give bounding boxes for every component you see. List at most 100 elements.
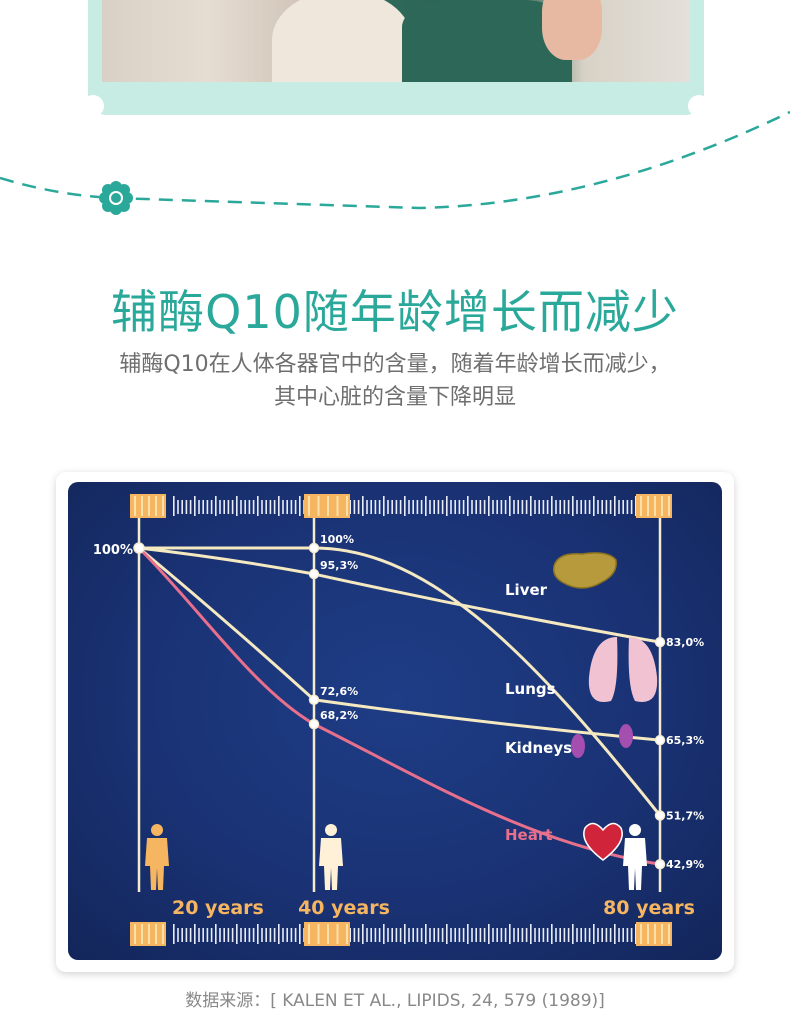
ruler-tick	[278, 496, 280, 516]
ruler-tick	[429, 500, 431, 514]
ruler-tick	[416, 928, 419, 942]
ruler-tick	[626, 928, 629, 942]
ruler-tick	[177, 500, 179, 514]
ruler-tick	[500, 928, 503, 942]
ruler-tick	[194, 924, 196, 944]
ruler-tick	[416, 500, 419, 514]
liver-icon	[552, 552, 617, 589]
ruler-tick	[488, 924, 490, 944]
ruler-tick	[462, 500, 465, 514]
ruler-tick	[471, 928, 473, 942]
coq10-decline-chart: 100%95,3%83,0%100%51,7%72,6%65,3%68,2%42…	[93, 494, 704, 946]
data-label-kidneys-80: 65,3%	[666, 734, 704, 747]
ruler-tick	[353, 928, 356, 942]
ruler-tick	[555, 500, 557, 514]
ruler-marker-stripe	[317, 496, 320, 516]
curve-kidneys	[137, 546, 662, 742]
ruler-tick	[622, 500, 624, 514]
ruler-tick	[412, 928, 414, 942]
ruler-marker-stripe	[346, 924, 348, 944]
ruler-tick	[425, 496, 427, 516]
ruler-tick	[630, 500, 633, 514]
ruler-tick	[349, 928, 351, 942]
ruler-tick	[458, 500, 461, 514]
ruler-tick	[504, 928, 507, 942]
ruler-tick	[219, 500, 221, 514]
ruler-tick	[588, 500, 591, 514]
ruler-tick	[530, 924, 532, 944]
ruler-tick	[252, 928, 255, 942]
ruler-tick	[210, 928, 213, 942]
ruler-tick	[567, 500, 570, 514]
ruler-tick	[555, 928, 557, 942]
ruler-tick	[244, 500, 246, 514]
x-tick-20-years: 20 years	[172, 897, 264, 919]
data-label-lungs-40: 100%	[320, 533, 354, 546]
ruler-tick	[618, 500, 620, 514]
ruler-tick	[601, 500, 603, 514]
series-name-lungs: Lungs	[505, 680, 556, 698]
ruler-tick	[202, 928, 204, 942]
ruler-tick	[215, 496, 217, 516]
ruler-tick	[521, 928, 524, 942]
ruler-tick	[273, 500, 276, 514]
person-40-years-icon	[319, 824, 343, 890]
ruler-tick	[173, 496, 175, 516]
ruler-tick	[462, 928, 465, 942]
ruler-marker-stripe	[162, 924, 164, 944]
ruler-tick	[475, 500, 477, 514]
ruler-tick	[626, 500, 629, 514]
ruler-tick	[194, 496, 196, 516]
ruler-marker-stripe	[640, 924, 642, 944]
ruler-tick	[366, 928, 368, 942]
ruler-tick	[509, 924, 511, 944]
ruler-tick	[391, 928, 393, 942]
subtitle-line-2: 其中心脏的含量下降明显	[273, 385, 516, 410]
ruler-marker-stripe	[654, 496, 656, 516]
ruler-tick	[215, 924, 217, 944]
ruler-tick	[395, 928, 398, 942]
lungs-icon	[588, 637, 658, 702]
ruler-tick	[530, 496, 532, 516]
ruler-tick	[622, 928, 624, 942]
ruler-tick	[294, 928, 297, 942]
ruler-tick	[408, 500, 410, 514]
ruler-tick	[597, 928, 599, 942]
ruler-tick	[496, 928, 498, 942]
ruler-tick	[504, 500, 507, 514]
ruler-tick	[513, 928, 515, 942]
ruler-tick	[412, 500, 414, 514]
ruler-tick	[500, 500, 503, 514]
page-title: 辅酶Q10随年龄增长而减少	[111, 285, 679, 339]
data-label-lungs-80: 51,7%	[666, 810, 704, 823]
ruler-tick	[252, 500, 255, 514]
ruler-tick	[635, 924, 637, 944]
ruler-tick	[185, 500, 188, 514]
ruler-tick	[257, 496, 259, 516]
ruler-marker-stripe	[640, 496, 642, 516]
ruler-tick	[525, 928, 528, 942]
ruler-tick	[387, 500, 389, 514]
ruler-tick	[572, 924, 574, 944]
ruler-tick	[219, 928, 221, 942]
ruler-tick	[177, 928, 179, 942]
ruler-tick	[559, 928, 561, 942]
subtitle-line-1: 辅酶Q10在人体各器官中的含量，随着年龄增长而减少，	[119, 352, 671, 377]
ruler-tick	[450, 500, 452, 514]
ruler-tick	[479, 500, 482, 514]
ruler-marker-stripe	[647, 924, 649, 944]
ruler-tick	[198, 500, 200, 514]
ruler-tick	[370, 928, 372, 942]
ruler-marker-stripe	[141, 496, 143, 516]
ruler-tick	[404, 924, 406, 944]
ruler-tick	[597, 500, 599, 514]
ruler-tick	[294, 500, 297, 514]
ruler-tick	[479, 928, 482, 942]
ruler-tick	[559, 500, 561, 514]
ruler-tick	[349, 500, 351, 514]
curve-heart	[137, 546, 662, 866]
ruler-marker-stripe	[134, 496, 136, 516]
ruler-marker-stripe	[162, 496, 164, 516]
ruler-tick	[248, 928, 251, 942]
ruler-tick	[454, 928, 456, 942]
